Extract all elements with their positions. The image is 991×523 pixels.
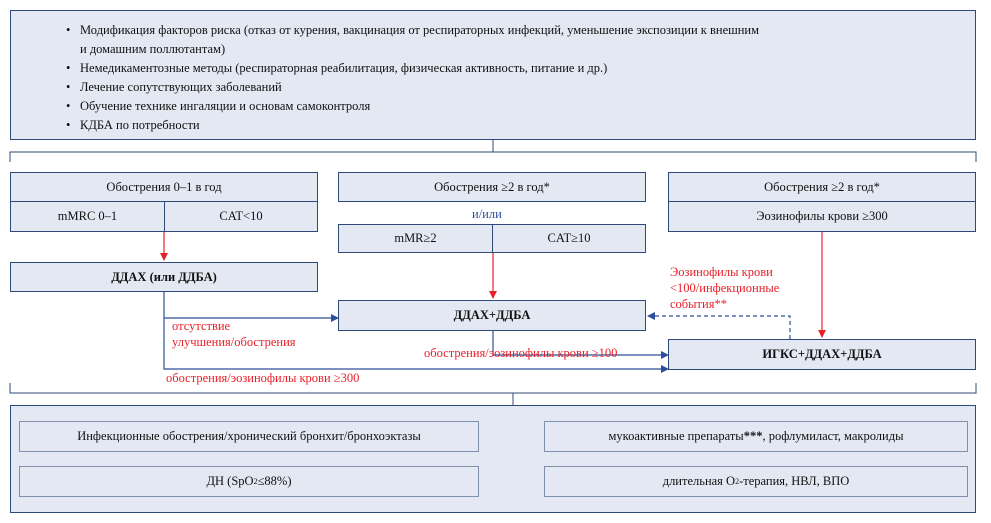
roflumilast-macrolides-label: , рофлумиласт, макролиды <box>762 429 904 443</box>
col2-mmr: mMR≥2 <box>338 224 493 253</box>
label-no-improvement: отсутствие улучшения/обострения <box>172 318 296 350</box>
col1-header: Обострения 0–1 в год <box>10 172 318 202</box>
measure-item: Модификация факторов риска (отказ от кур… <box>66 21 975 40</box>
label-eos-low: Эозинофилы крови <100/инфекционные событ… <box>670 264 779 312</box>
col2-result-laac-laba: ДДАХ+ДДБА <box>338 300 646 331</box>
col1-mmrc: mMRC 0–1 <box>10 201 165 232</box>
col2-header: Обострения ≥2 в год* <box>338 172 646 202</box>
label-no-improvement-line2: улучшения/обострения <box>172 335 296 349</box>
measure-item-continuation: и домашним поллютантам) <box>80 42 226 56</box>
resp-failure-label-b: ≤88%) <box>257 474 292 488</box>
mucoactive-label: мукоактивные препараты <box>608 429 744 443</box>
measure-item: Лечение сопутствующих заболеваний <box>66 78 975 97</box>
col1-result-laac: ДДАХ (или ДДБА) <box>10 262 318 292</box>
measure-item: Обучение технике ингаляции и основам сам… <box>66 97 975 116</box>
col2-cat: CAT≥10 <box>492 224 646 253</box>
mucoactive-footnote-stars: *** <box>743 429 763 443</box>
label-eos-low-line3: события** <box>670 297 727 311</box>
general-measures-list: Модификация факторов риска (отказ от кур… <box>66 21 975 135</box>
measure-item: КДБА по потребности <box>66 116 975 135</box>
col3-result-triple: ИГКС+ДДАХ+ДДБА <box>668 339 976 370</box>
label-eos-low-line1: Эозинофилы крови <box>670 265 773 279</box>
general-measures-box: Модификация факторов риска (отказ от кур… <box>10 10 976 140</box>
mucoactive-therapy-box: мукоактивные препараты***, рофлумиласт, … <box>544 421 968 452</box>
label-exac-eos-300: обострения/эозинофилы крови ≥300 <box>166 371 360 385</box>
and-or-label: и/или <box>472 207 502 221</box>
col1-cat: CAT<10 <box>164 201 318 232</box>
resp-failure-label-a: ДН (SpO <box>206 474 254 488</box>
additional-therapy-box: Инфекционные обострения/хронический брон… <box>10 405 976 513</box>
oxygen-therapy-label-b: -терапия, НВЛ, ВПО <box>739 474 850 488</box>
col3-eosinophils: Эозинофилы крови ≥300 <box>668 201 976 232</box>
label-exac-eos-100: обострения/эозинофилы крови ≥100 <box>424 346 618 360</box>
label-eos-low-line2: <100/инфекционные <box>670 281 780 295</box>
label-no-improvement-line1: отсутствие <box>172 319 231 333</box>
measure-item: Немедикаментозные методы (респираторная … <box>66 59 975 78</box>
resp-failure-sub: 2 <box>253 477 258 486</box>
oxygen-therapy-sub: 2 <box>735 477 740 486</box>
infectious-exacerbations-label: Инфекционные обострения/хронический брон… <box>77 429 421 443</box>
infectious-exacerbations-box: Инфекционные обострения/хронический брон… <box>19 421 479 452</box>
col3-header: Обострения ≥2 в год* <box>668 172 976 202</box>
oxygen-therapy-label-a: длительная O <box>662 474 736 488</box>
